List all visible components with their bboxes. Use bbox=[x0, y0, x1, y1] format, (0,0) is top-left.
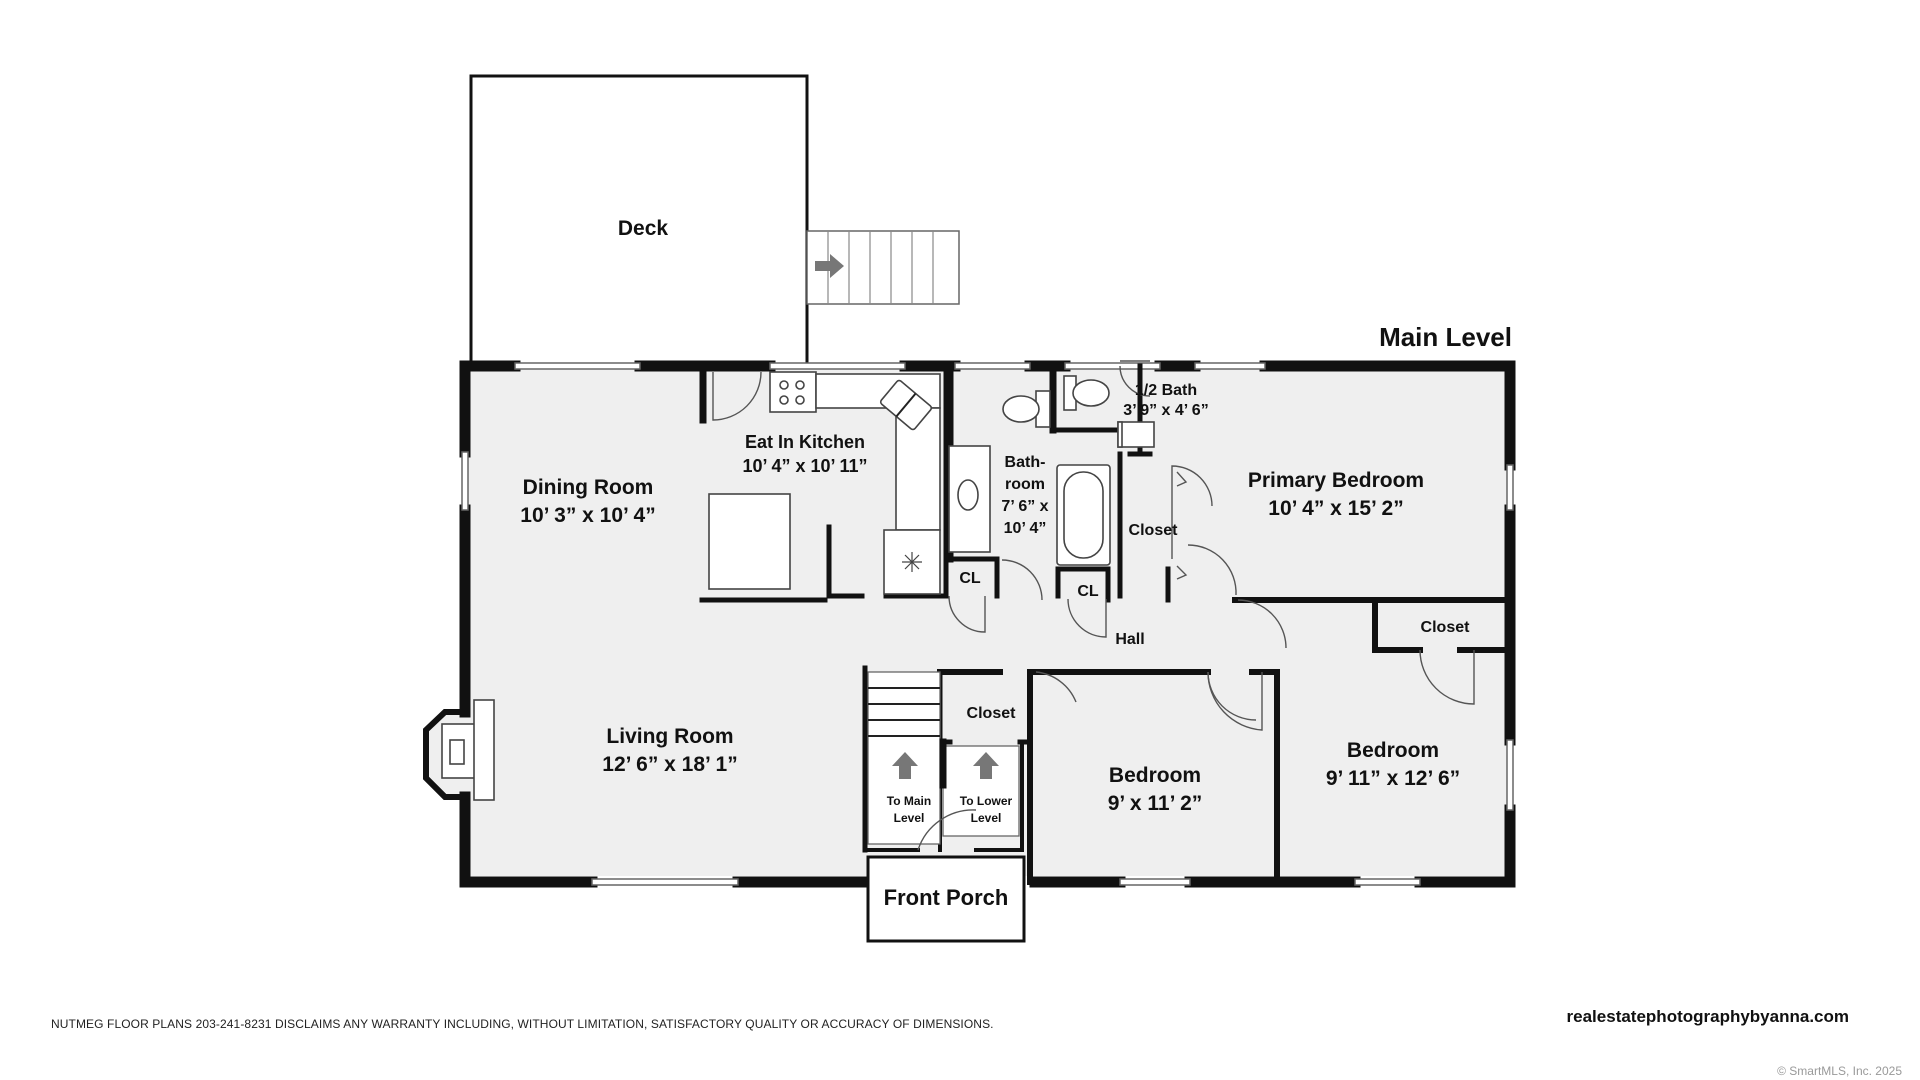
half-bath-sink-icon bbox=[1117, 421, 1155, 448]
hall-label: Hall bbox=[1115, 631, 1144, 648]
deck-label: Deck bbox=[618, 217, 669, 240]
doors bbox=[712, 360, 1475, 851]
mid-closet-label: Closet bbox=[967, 705, 1017, 722]
living-room-dims: 12’ 6” x 18’ 1” bbox=[602, 753, 737, 776]
kitchen-dims: 10’ 4” x 10’ 11” bbox=[742, 456, 867, 476]
half-bath-toilet-icon bbox=[1063, 375, 1110, 411]
copyright-text: © SmartMLS, Inc. 2025 bbox=[1777, 1064, 1902, 1078]
half-bath-dims: 3’ 9” x 4’ 6” bbox=[1123, 402, 1208, 419]
cl-label-2: CL bbox=[1077, 583, 1099, 600]
bedroom-right-label: Bedroom bbox=[1347, 739, 1439, 762]
level-title: Main Level bbox=[1379, 322, 1512, 352]
up-arrow-icon-lower bbox=[973, 752, 999, 779]
bathroom-label-2: room bbox=[1005, 476, 1045, 493]
bathroom-dims-2: 10’ 4” bbox=[1004, 520, 1047, 537]
bathroom-label-1: Bath- bbox=[1005, 454, 1046, 471]
primary-bedroom-label: Primary Bedroom bbox=[1248, 469, 1424, 492]
half-bath-label: 1/2 Bath bbox=[1135, 382, 1197, 399]
bedroom-mid-label: Bedroom bbox=[1109, 764, 1201, 787]
fireplace bbox=[441, 699, 495, 801]
deck-stair-arrow-icon bbox=[815, 254, 844, 278]
stairs-main-label-2: Level bbox=[894, 811, 925, 825]
up-arrow-icon-main bbox=[892, 752, 918, 779]
stove-burner-icon bbox=[779, 380, 805, 405]
deck-area bbox=[469, 74, 960, 368]
website-link[interactable]: realestatephotographybyanna.com bbox=[1566, 1007, 1849, 1026]
disclaimer-text: NUTMEG FLOOR PLANS 203-241-8231 DISCLAIM… bbox=[51, 1017, 994, 1031]
front-porch-outline bbox=[866, 855, 1026, 943]
living-room-label: Living Room bbox=[606, 725, 733, 748]
windows bbox=[461, 362, 1514, 886]
kitchen-island bbox=[708, 493, 791, 590]
interior-stairs bbox=[867, 671, 1020, 845]
stairs-lower-label-1: To Lower bbox=[960, 794, 1013, 808]
kitchen-sink-icon bbox=[879, 379, 933, 431]
dining-label: Dining Room bbox=[523, 476, 654, 499]
right-closet-label: Closet bbox=[1421, 619, 1471, 636]
stairs-main-label-1: To Main bbox=[887, 794, 931, 808]
fixtures bbox=[441, 371, 1155, 801]
dining-dims: 10’ 3” x 10’ 4” bbox=[520, 504, 655, 527]
room-labels: Main Level Deck Eat In Kitchen 10’ 4” x … bbox=[520, 217, 1512, 910]
bedroom-mid-dims: 9’ x 11’ 2” bbox=[1108, 792, 1203, 815]
stairs-lower-label-2: Level bbox=[971, 811, 1002, 825]
cl-label-1: CL bbox=[959, 570, 981, 587]
dishwasher-icon bbox=[902, 552, 922, 572]
toilet-icon bbox=[1002, 390, 1051, 428]
bedroom-right-dims: 9’ 11” x 12’ 6” bbox=[1326, 767, 1460, 790]
front-porch-label: Front Porch bbox=[884, 885, 1009, 910]
kitchen-label: Eat In Kitchen bbox=[745, 432, 865, 452]
bathroom-sink-icon bbox=[957, 479, 979, 511]
bathroom-dims-1: 7’ 6” x bbox=[1001, 498, 1048, 515]
primary-closet-label: Closet bbox=[1129, 522, 1179, 539]
primary-bedroom-dims: 10’ 4” x 15’ 2” bbox=[1268, 497, 1403, 520]
